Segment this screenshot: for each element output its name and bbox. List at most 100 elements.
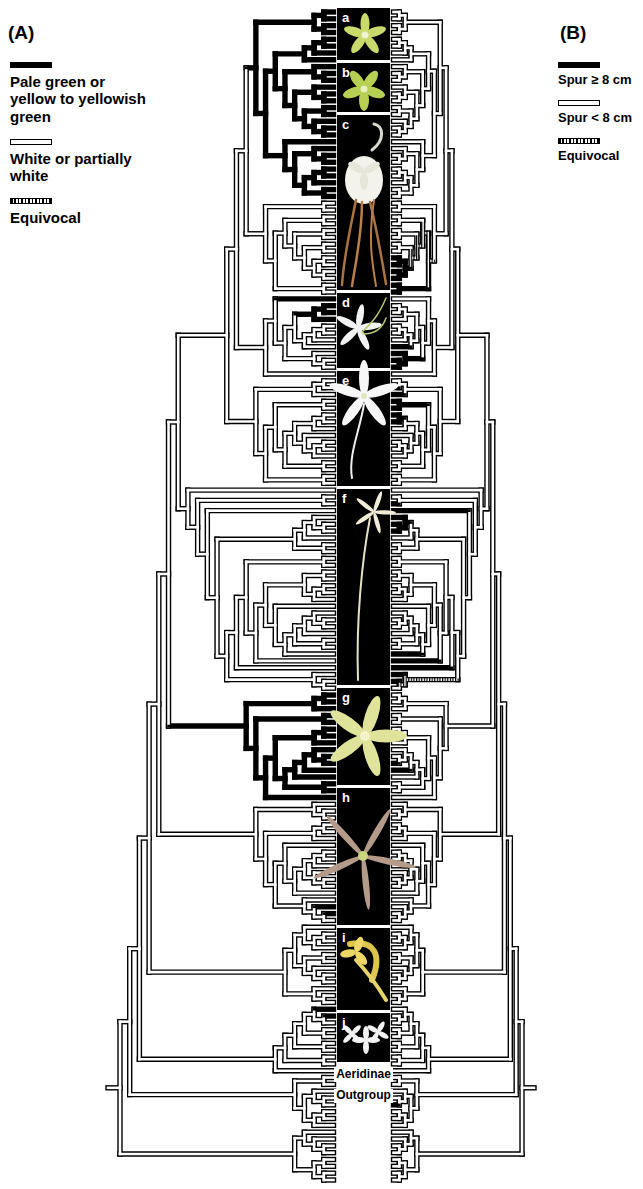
branch-outline (324, 1082, 334, 1087)
branch-fill (324, 175, 334, 178)
branch-fill (285, 1034, 295, 1037)
branch-fill (293, 314, 296, 340)
branch-fill (293, 1138, 296, 1170)
branch-fill (324, 332, 334, 335)
branch-fill (394, 912, 400, 915)
branch-fill (303, 927, 306, 942)
branch-fill (394, 543, 400, 546)
branch-outline (394, 508, 470, 513)
branch-outline (314, 64, 333, 69)
branch-outline (394, 1089, 406, 1094)
branch-fill (394, 318, 406, 321)
branch-fill (324, 284, 334, 287)
branch-fill (324, 878, 334, 881)
branch-fill (314, 76, 324, 79)
branch-fill (416, 869, 419, 893)
branch-fill (394, 421, 400, 424)
branch-outline (275, 286, 324, 291)
branch-outline (314, 836, 333, 841)
branch-outline (394, 139, 423, 144)
branch-fill (284, 327, 287, 358)
branch-fill (404, 907, 407, 917)
branch-outline (324, 43, 334, 48)
branch-fill (394, 168, 400, 171)
branch-fill (421, 72, 424, 106)
branch-fill (314, 673, 333, 676)
branch-outline (314, 180, 333, 185)
branch-outline (324, 330, 334, 335)
branch-outline (314, 672, 333, 677)
branch-fill (324, 953, 334, 956)
branch-outline (394, 836, 406, 841)
branch-fill (285, 993, 314, 996)
branch-fill (256, 112, 266, 115)
branch-fill (314, 362, 324, 365)
branch-fill (394, 93, 400, 96)
branch-fill (394, 946, 406, 949)
branch-fill (399, 561, 446, 564)
branch-fill (275, 53, 304, 56)
branch-fill (324, 202, 334, 205)
branch-fill (314, 742, 333, 745)
branch-outline (324, 255, 334, 260)
branch-fill (394, 455, 406, 458)
branch-outline (256, 20, 314, 25)
branch-fill (304, 769, 333, 772)
branch-fill (394, 18, 400, 21)
branch-fill (394, 209, 400, 212)
branch-outline (227, 677, 314, 682)
branch-fill (138, 838, 141, 1059)
branch-fill (394, 625, 400, 628)
branch-fill (324, 127, 334, 130)
branch-fill (394, 844, 423, 847)
branch-outline (295, 1167, 314, 1172)
branch-outline (285, 356, 314, 361)
branch-outline (304, 433, 333, 438)
branch-fill (314, 1162, 324, 1165)
branch-outline (324, 849, 334, 854)
branch-fill (313, 173, 316, 183)
branch-fill (394, 830, 400, 833)
branch-fill (404, 309, 407, 319)
branch-outline (394, 64, 406, 69)
branch-fill (256, 718, 324, 721)
tree-left (108, 12, 334, 1180)
branch-fill (314, 865, 333, 868)
branch-outline (324, 235, 334, 240)
branch-outline (324, 679, 334, 684)
branch-fill (255, 719, 258, 778)
branch-fill (313, 989, 316, 999)
branch-fill (314, 427, 333, 430)
branch-fill (324, 229, 334, 232)
branch-fill (324, 830, 334, 833)
branch-fill (313, 907, 316, 917)
branch-outline (394, 426, 406, 431)
branch-fill (293, 1024, 296, 1047)
branch-fill (399, 403, 428, 406)
branch-fill (416, 626, 419, 644)
branch-outline (275, 402, 324, 407)
branch-fill (394, 619, 400, 622)
branch-outline (304, 344, 333, 349)
branch-fill (304, 1131, 333, 1134)
branch-fill (394, 263, 400, 266)
branch-fill (314, 1124, 333, 1127)
branch-outline (246, 231, 265, 236)
branch-fill (313, 698, 316, 708)
branch-fill (264, 758, 267, 797)
branch-fill (284, 845, 287, 881)
branch-fill (324, 591, 334, 594)
branch-fill (404, 173, 407, 183)
branch-fill (314, 697, 324, 700)
branch-fill (394, 926, 412, 929)
branch-fill (285, 326, 295, 329)
branch-outline (198, 498, 324, 503)
branch-outline (295, 1044, 324, 1049)
branch-fill (275, 403, 324, 406)
branch-fill (324, 1028, 334, 1031)
branch-fill (394, 24, 400, 27)
branch-fill (246, 632, 256, 635)
branch-fill (410, 576, 413, 595)
branch-fill (324, 858, 334, 861)
branch-fill (394, 953, 400, 956)
